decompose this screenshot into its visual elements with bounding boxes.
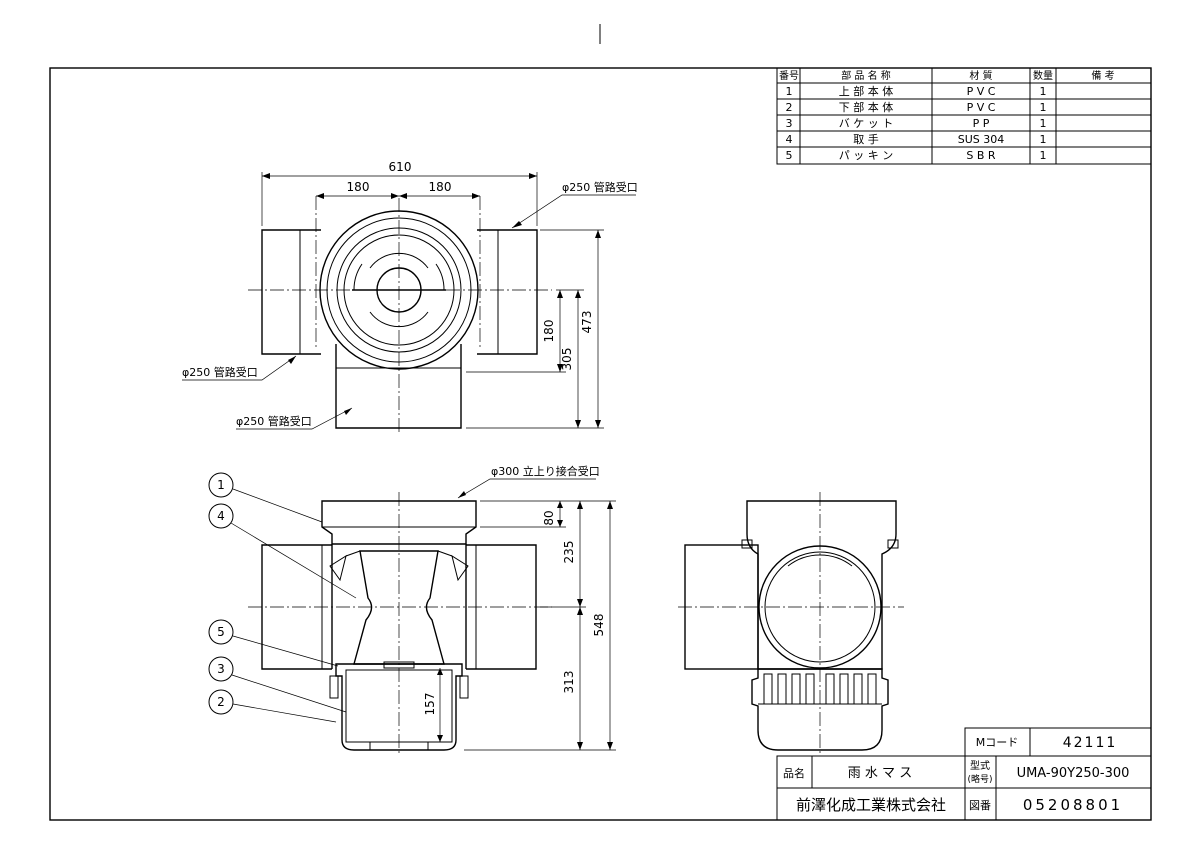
header-name: 部 品 名 称 — [841, 69, 891, 82]
dim-80: 80 — [542, 510, 556, 525]
balloon-1-label: 1 — [217, 478, 225, 492]
drawing-no-label: 図番 — [969, 799, 991, 812]
header-no: 番号 — [779, 70, 799, 82]
balloon-3-label: 3 — [217, 662, 225, 676]
dim-548: 548 — [592, 614, 606, 637]
row-1-material: P V C — [967, 85, 996, 98]
row-4-no: 4 — [786, 133, 793, 146]
name-label: 品名 — [783, 766, 805, 780]
row-5-material: S B R — [966, 149, 996, 162]
balloon-1 — [208, 472, 234, 498]
dim-157: 157 — [423, 693, 437, 716]
balloon-4-label: 4 — [217, 509, 225, 523]
row-2-no: 2 — [786, 101, 793, 114]
mcode-label: Mコード — [976, 736, 1019, 749]
balloon-5-label: 5 — [217, 625, 225, 639]
parts-table: 番号 部 品 名 称 材 質 数量 備 考 1 上 部 本 体 P V C 1 … — [776, 67, 1152, 165]
row-2-material: P V C — [967, 101, 996, 114]
balloon-3 — [208, 656, 234, 682]
row-4-qty: 1 — [1040, 133, 1047, 146]
dim-180-vertical: 180 — [542, 320, 556, 343]
dim-180-right: 180 — [429, 180, 452, 194]
callout-left-socket: φ250 管路受口 — [182, 365, 258, 379]
row-3-name: バ ケ ッ ト — [839, 117, 894, 130]
row-4-material: SUS 304 — [958, 133, 1005, 146]
model-label: 型式 — [970, 759, 990, 772]
header-qty: 数量 — [1033, 69, 1053, 82]
mcode-value: 42111 — [1063, 735, 1118, 751]
row-3-material: P P — [973, 117, 990, 130]
callout-right-socket: φ250 管路受口 — [562, 180, 638, 194]
balloon-2-label: 2 — [217, 695, 225, 709]
row-1-no: 1 — [786, 85, 793, 98]
drawing-no-value: 05208801 — [1023, 796, 1123, 814]
balloon-4 — [208, 503, 234, 529]
bottom-socket — [335, 344, 462, 429]
lower-body — [335, 663, 463, 751]
callout-top-socket: φ300 立上り接合受口 — [491, 464, 600, 478]
dim-235: 235 — [562, 541, 576, 564]
row-1-name: 上 部 本 体 — [839, 84, 894, 98]
balloon-5 — [208, 619, 234, 645]
dim-305: 305 — [560, 348, 574, 371]
row-5-no: 5 — [786, 149, 793, 162]
dim-473: 473 — [580, 311, 594, 334]
row-2-qty: 1 — [1040, 101, 1047, 114]
sheet-border — [49, 67, 1152, 821]
side-view — [678, 492, 904, 756]
name-value: 雨 水 マ ス — [848, 766, 912, 781]
callout-bottom-socket: φ250 管路受口 — [236, 414, 312, 428]
dim-610: 610 — [389, 160, 412, 174]
company-name: 前澤化成工業株式会社 — [796, 796, 946, 814]
left-socket — [261, 229, 321, 355]
model-value: UMA-90Y250-300 — [1017, 766, 1130, 781]
row-4-name: 取 手 — [853, 132, 879, 146]
row-2-name: 下 部 本 体 — [839, 100, 894, 114]
model-label-sub: (略号) — [967, 773, 992, 785]
balloon-2 — [208, 689, 234, 715]
row-3-no: 3 — [786, 117, 793, 130]
header-material: 材 質 — [969, 69, 992, 82]
title-block: Mコード 42111 品名 雨 水 マ ス 型式 (略号) UMA-90Y250… — [776, 727, 1152, 821]
row-5-name: パ ッ キ ン — [839, 149, 894, 162]
row-1-qty: 1 — [1040, 85, 1047, 98]
parts-table-frame — [776, 67, 1152, 165]
front-view: 80 235 313 548 157 φ300 立上り接合受口 1 4 5 3 … — [208, 464, 616, 756]
header-note: 備 考 — [1091, 69, 1114, 82]
row-5-qty: 1 — [1040, 149, 1047, 162]
side-lower-body — [751, 668, 889, 751]
top-view: 610 180 180 180 305 473 φ250 管路受口 φ250 管… — [182, 160, 638, 432]
dim-180-left: 180 — [347, 180, 370, 194]
row-3-qty: 1 — [1040, 117, 1047, 130]
dim-313: 313 — [562, 671, 576, 694]
right-socket — [477, 229, 538, 355]
